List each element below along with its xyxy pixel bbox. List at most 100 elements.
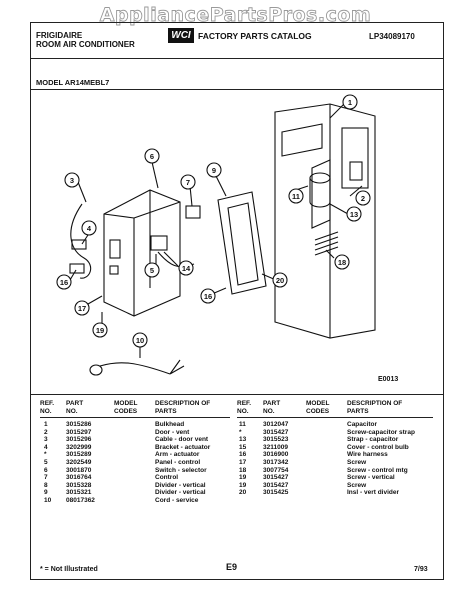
wci-logo: WCI xyxy=(168,28,194,43)
table-cell-part: 3015523 xyxy=(263,436,289,444)
table-cell-part: 3007754 xyxy=(263,466,289,474)
table-cell-ref: 10 xyxy=(44,496,52,504)
table-cell-ref: 1 xyxy=(44,421,48,428)
watermark: AppliancePartsPros.com xyxy=(99,4,372,27)
left-header-rule xyxy=(40,417,230,418)
catalog-number: LP34089170 xyxy=(369,32,415,41)
table-cell-part: 3015425 xyxy=(263,489,289,497)
table-cell-part: 3012047 xyxy=(263,421,289,428)
callout-16b: 16 xyxy=(204,292,212,301)
left-header-part: PART NO. xyxy=(66,400,84,415)
table-cell-part: 08017362 xyxy=(66,496,95,504)
table-cell-part: 3016900 xyxy=(263,451,289,459)
callout-18: 18 xyxy=(338,258,346,267)
table-cell-ref: 15 xyxy=(239,443,247,451)
revision-date: 7/93 xyxy=(414,566,428,573)
table-cell-ref: 6 xyxy=(44,466,48,474)
table-cell-desc: Arm - actuator xyxy=(155,451,200,459)
table-cell-desc: Strap - capacitor xyxy=(347,436,399,444)
table-cell-desc: Cover - control bulb xyxy=(347,443,409,451)
callout-11: 11 xyxy=(292,192,300,201)
bulkhead-part xyxy=(274,103,376,339)
table-cell-part: 3015321 xyxy=(66,489,92,497)
callout-2: 2 xyxy=(361,194,365,203)
table-cell-ref: 5 xyxy=(44,458,48,466)
table-cell-ref: 2 xyxy=(44,428,48,436)
table-cell-part: 3015427 xyxy=(263,481,289,489)
table-cell-ref: 19 xyxy=(239,481,247,489)
table-cell-ref: * xyxy=(239,428,242,436)
table-cell-ref: 11 xyxy=(239,421,246,428)
catalog-title: FACTORY PARTS CATALOG xyxy=(198,31,312,41)
page-number: E9 xyxy=(226,562,238,572)
model-number: MODEL AR14MEBL7 xyxy=(36,78,110,87)
callout-3: 3 xyxy=(70,176,74,185)
table-cell-desc: Screw - vertical xyxy=(347,474,395,482)
left-header-desc: DESCRIPTION OF PARTS xyxy=(155,400,211,415)
not-illustrated-note: * = Not Illustrated xyxy=(40,566,98,573)
table-cell-ref: 13 xyxy=(239,436,247,444)
header-rule xyxy=(30,58,444,59)
table-cell-part: 3015296 xyxy=(66,436,92,444)
table-cell-ref: 18 xyxy=(239,466,247,474)
brand-name: FRIGIDAIRE xyxy=(36,31,83,40)
left-ref-column: 1 2 3 4 * 5 6 7 8 9 10 xyxy=(44,421,51,505)
wire-harness-part xyxy=(314,231,339,256)
exploded-parts-diagram: 1 2 3 4 6 5 7 9 10 11 13 14 16 17 19 18 … xyxy=(56,94,376,376)
table-cell-part: 3015328 xyxy=(66,481,92,489)
table-cell-part: 3001870 xyxy=(66,466,92,474)
table-cell-desc: Screw - control mtg xyxy=(347,466,408,474)
table-cell-desc: Door - vent xyxy=(155,428,190,436)
left-header-model: MODEL CODES xyxy=(114,400,138,415)
control-panel-part xyxy=(103,189,181,317)
catalog-page-frame xyxy=(30,22,444,580)
right-part-column: 3012047 3015427 3015523 3211009 3016900 … xyxy=(263,421,288,497)
table-cell-desc: Divider - vertical xyxy=(155,481,206,489)
table-cell-ref: 7 xyxy=(44,474,48,482)
right-header-desc: DESCRIPTION OF PARTS xyxy=(347,400,403,415)
right-header-part: PART NO. xyxy=(263,400,281,415)
table-top-rule xyxy=(30,394,444,395)
right-header-ref: REF. NO. xyxy=(237,400,252,415)
table-cell-ref: 3 xyxy=(44,436,48,444)
selector-switch-part xyxy=(185,205,201,219)
capacitor-part xyxy=(309,172,331,184)
callout-19: 19 xyxy=(96,326,104,335)
table-cell-ref: 20 xyxy=(239,489,247,497)
callout-1: 1 xyxy=(348,98,352,107)
table-cell-desc: Panel - control xyxy=(155,458,201,466)
table-cell-desc: Control xyxy=(155,474,179,482)
table-cell-part: 3211009 xyxy=(263,443,288,451)
table-cell-desc: Switch - selector xyxy=(155,466,207,474)
callout-7: 7 xyxy=(186,178,190,187)
product-name: ROOM AIR CONDITIONER xyxy=(36,40,135,49)
callout-20: 20 xyxy=(276,276,284,285)
table-cell-ref: 19 xyxy=(239,474,247,482)
figure-id: E0013 xyxy=(378,376,399,383)
callout-17: 17 xyxy=(78,304,86,313)
right-ref-column: 11 * 13 15 16 17 18 19 19 20 xyxy=(239,421,246,497)
callout-4: 4 xyxy=(87,224,92,233)
vertical-divider-part xyxy=(217,191,267,295)
table-cell-part: 3015297 xyxy=(66,428,92,436)
table-cell-desc: Cord - service xyxy=(155,496,199,504)
door-vent-cable-part xyxy=(70,203,92,279)
service-cord-part xyxy=(99,362,171,375)
table-cell-desc: Screw xyxy=(347,481,367,489)
table-cell-part: 3015289 xyxy=(66,451,92,459)
table-cell-part: 3015427 xyxy=(263,428,289,436)
left-header-ref: REF. NO. xyxy=(40,400,55,415)
table-cell-desc: Bulkhead xyxy=(155,421,185,428)
table-cell-part: 3015286 xyxy=(66,421,92,428)
control-part xyxy=(150,235,168,251)
table-cell-part: 3015427 xyxy=(263,474,289,482)
table-cell-part: 3017342 xyxy=(263,458,289,466)
table-cell-ref: 4 xyxy=(44,443,48,451)
model-rule xyxy=(30,89,444,90)
callout-6: 6 xyxy=(150,152,154,161)
callout-5: 5 xyxy=(150,266,154,275)
right-header-model: MODEL CODES xyxy=(306,400,330,415)
table-cell-part: 3202549 xyxy=(66,458,92,466)
table-cell-part: 3202999 xyxy=(66,443,92,451)
table-cell-desc: Bracket - actuator xyxy=(155,443,211,451)
